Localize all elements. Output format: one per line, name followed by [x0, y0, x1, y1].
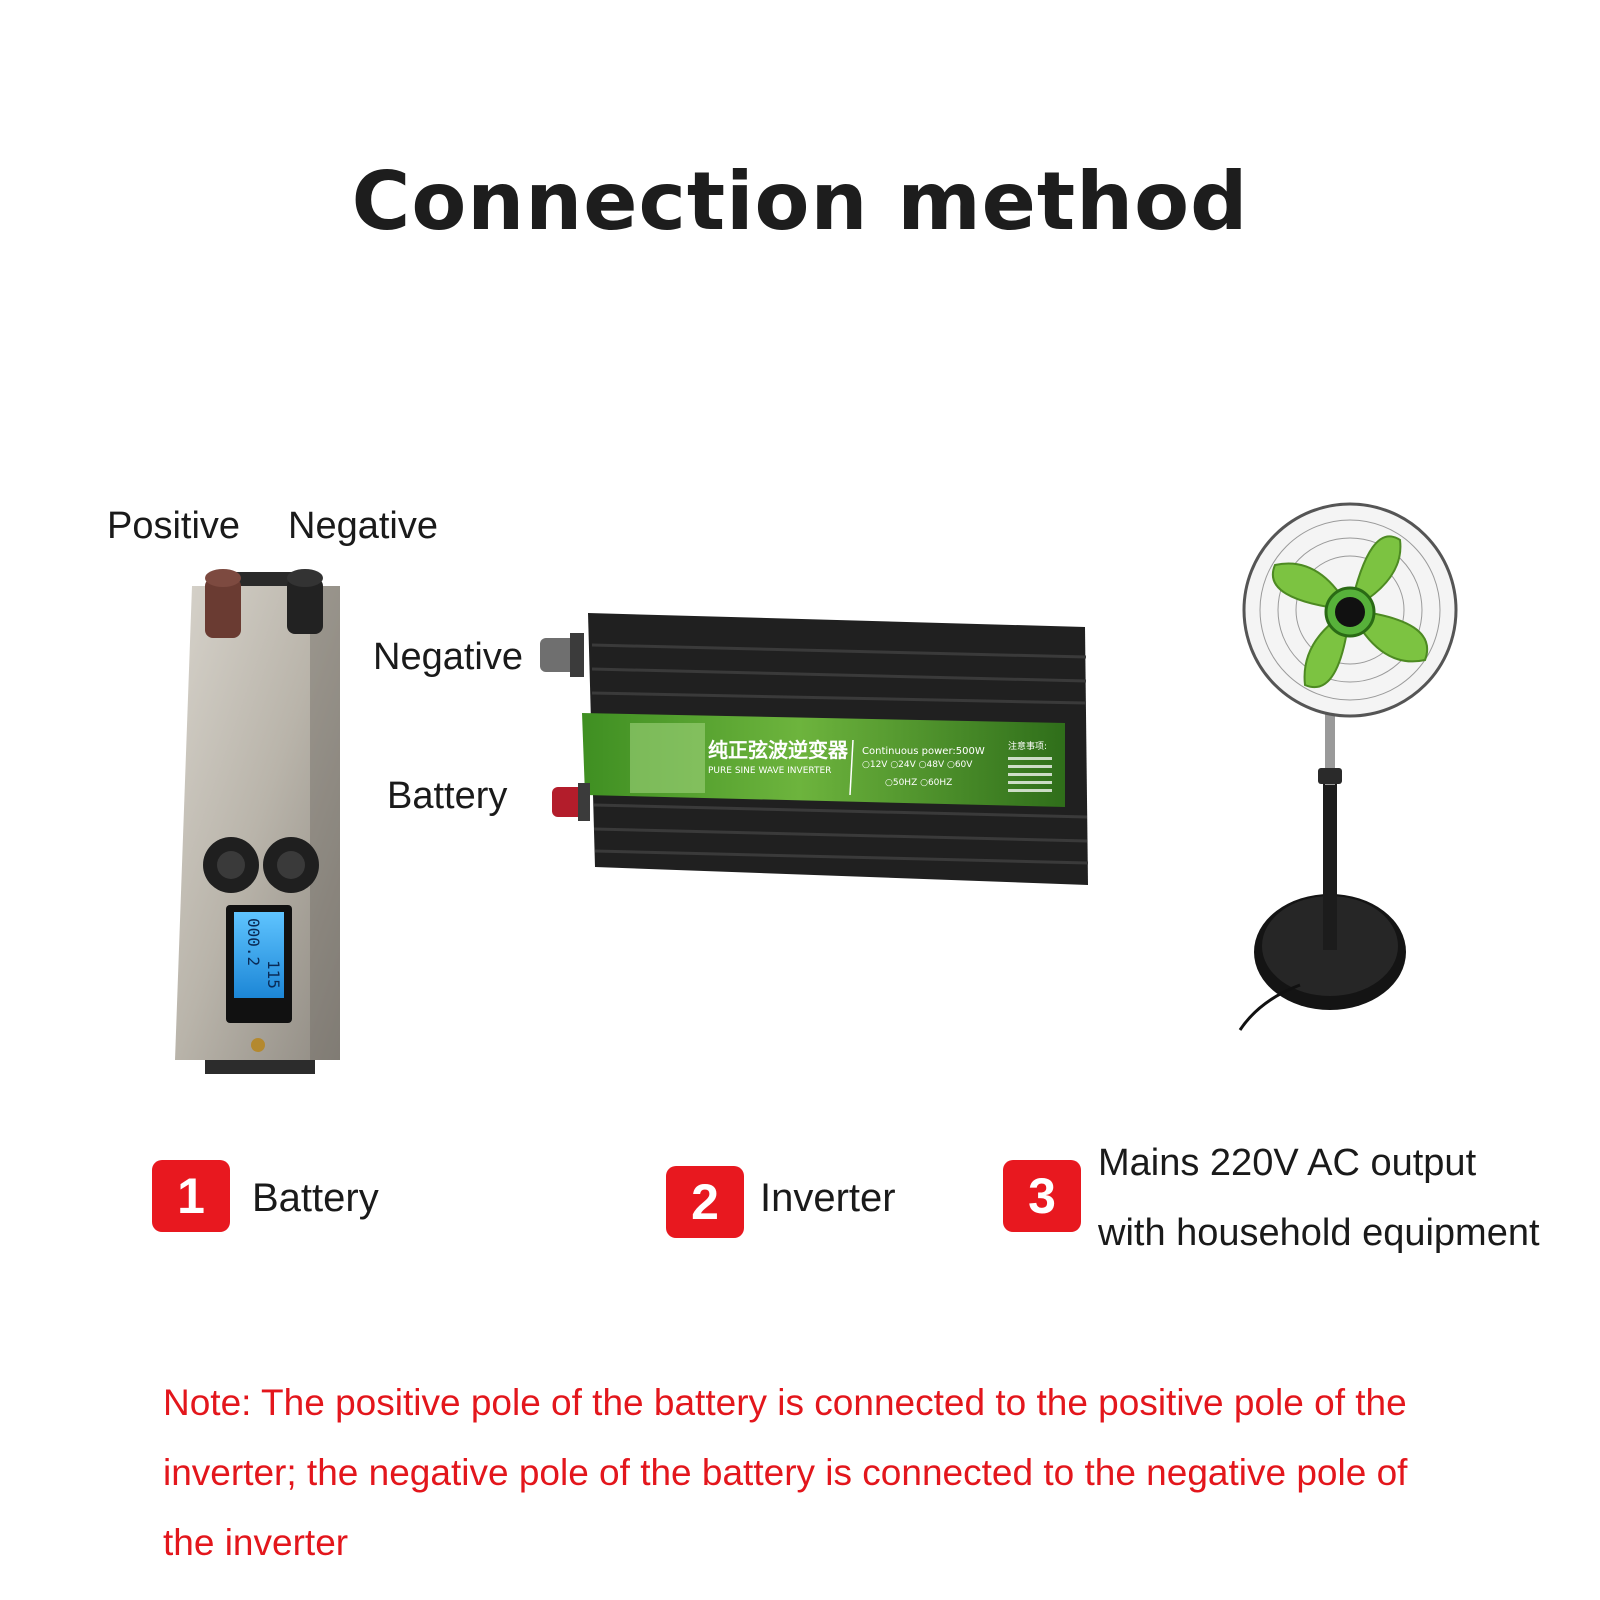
inverter-voltages: ○12V ○24V ○48V ○60V	[862, 760, 973, 770]
battery-positive-terminal	[205, 569, 241, 638]
battery-button	[251, 1038, 265, 1052]
step-2-label: Inverter	[760, 1176, 896, 1220]
fan-cable	[1238, 983, 1301, 1031]
inverter-notice: 注意事项:	[1008, 740, 1047, 752]
battery-lcd	[234, 912, 284, 998]
step-1-badge: 1	[152, 1160, 230, 1232]
inverter-title-cn: 纯正弦波逆变器	[708, 738, 849, 762]
fan-pole	[1323, 780, 1337, 950]
battery-negative-terminal	[287, 569, 323, 634]
connection-note: Note: The positive pole of the battery i…	[163, 1368, 1543, 1578]
note-line-3: the inverter	[163, 1522, 349, 1563]
battery-image: 000.2 115	[175, 569, 340, 1074]
battery-body	[175, 586, 340, 1060]
battery-lcd-value-1: 000.2	[244, 918, 263, 966]
battery-lcd-value-2: 115	[264, 960, 283, 989]
step-3-label: Mains 220V AC output with household equi…	[1098, 1128, 1540, 1268]
inverter-positive-terminal	[552, 783, 590, 821]
inverter-title-en: PURE SINE WAVE INVERTER	[708, 766, 831, 776]
step-3-badge: 3	[1003, 1160, 1081, 1232]
inverter-image: 纯正弦波逆变器 PURE SINE WAVE INVERTER Continuo…	[540, 613, 1089, 885]
step-1-label: Battery	[252, 1176, 379, 1220]
inverter-power: Continuous power:500W	[862, 746, 985, 757]
fan-image	[1238, 502, 1458, 1031]
inverter-battery-label: Battery	[387, 775, 508, 817]
step-3-label-line-2: with household equipment	[1098, 1212, 1540, 1254]
inverter-frequency: ○50HZ ○60HZ	[885, 778, 952, 788]
step-2-badge: 2	[666, 1166, 744, 1238]
step-3-label-line-1: Mains 220V AC output	[1098, 1142, 1477, 1184]
note-line-1: Note: The positive pole of the battery i…	[163, 1382, 1407, 1423]
fan-head	[1242, 502, 1458, 718]
battery-negative-label: Negative	[288, 505, 438, 547]
battery-positive-label: Positive	[107, 505, 241, 547]
inverter-negative-label: Negative	[373, 636, 523, 678]
note-line-2: inverter; the negative pole of the batte…	[163, 1452, 1408, 1493]
inverter-negative-terminal	[540, 633, 584, 677]
page-title: Connection method	[351, 155, 1249, 248]
